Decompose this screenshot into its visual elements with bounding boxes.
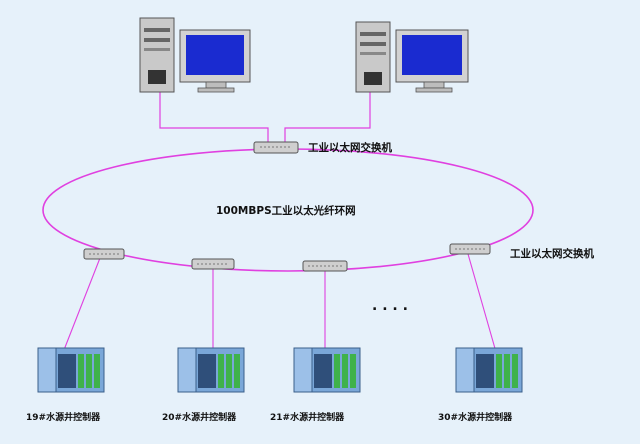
link-computer-left bbox=[159, 92, 269, 143]
computer-links bbox=[159, 92, 371, 143]
link-controller-30 bbox=[467, 253, 497, 353]
computer-right bbox=[355, 21, 469, 93]
monitor-screen bbox=[402, 35, 462, 75]
controller-30-label: 30#水源井控制器 bbox=[438, 413, 513, 423]
switch-top bbox=[253, 141, 299, 154]
switch-ring-2 bbox=[191, 258, 235, 270]
controller-20-label: 20#水源井控制器 bbox=[162, 413, 237, 423]
right-switch-label: 工业以太网交换机 bbox=[510, 248, 594, 260]
ring-label: 100MBPS工业以太光纤环网 bbox=[216, 205, 356, 217]
computer-left bbox=[139, 17, 251, 93]
controller-21 bbox=[293, 347, 361, 393]
controller-21-label: 21#水源井控制器 bbox=[270, 413, 345, 423]
link-controller-19 bbox=[61, 257, 101, 356]
switch-ring-4 bbox=[449, 243, 491, 255]
switch-ring-1 bbox=[83, 248, 125, 260]
controller-30 bbox=[455, 347, 523, 393]
controller-19 bbox=[37, 347, 105, 393]
monitor-screen bbox=[186, 35, 244, 75]
controller-20 bbox=[177, 347, 245, 393]
top-switch-label: 工业以太网交换机 bbox=[308, 142, 392, 154]
controller-19-label: 19#水源井控制器 bbox=[26, 413, 101, 423]
controller-links bbox=[61, 253, 497, 356]
ellipsis-label: . . . . bbox=[372, 298, 408, 314]
switches bbox=[83, 141, 491, 272]
switch-ring-3 bbox=[302, 260, 348, 272]
link-computer-right bbox=[284, 92, 371, 143]
